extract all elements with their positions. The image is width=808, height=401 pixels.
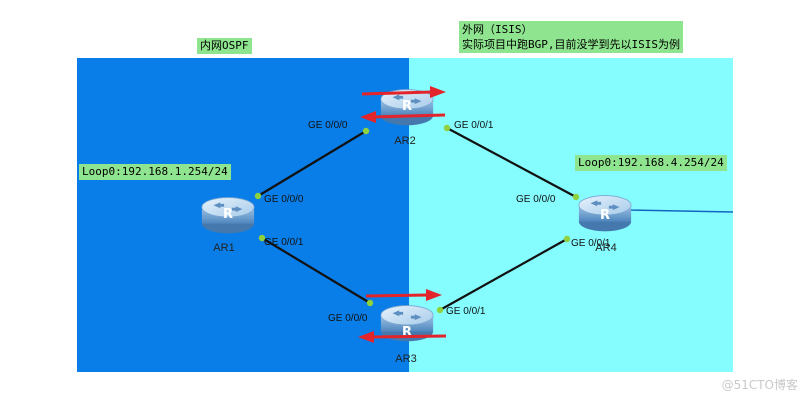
link-ar4-external — [627, 209, 734, 213]
router-glyph: R — [600, 208, 610, 223]
port-dot-ar3-g000 — [366, 299, 374, 307]
extranet-isis-label: 外网（ISIS） 实际项目中跑BGP,目前没学到先以ISIS为例 — [459, 21, 683, 53]
arrow-ar2-left — [360, 111, 446, 123]
port-dot-ar3-g001 — [436, 306, 444, 314]
arrow-ar3-right — [365, 289, 442, 301]
link-ar3-ar4 — [439, 238, 568, 311]
port-dot-ar4-g000 — [572, 193, 580, 201]
router-glyph: R — [402, 325, 412, 340]
extranet-title: 外网（ISIS） — [462, 23, 533, 36]
router-name-ar3: AR3 — [395, 353, 416, 365]
link-ar1-ar3 — [261, 237, 371, 304]
intranet-ospf-label: 内网OSPF — [197, 38, 252, 54]
router-ar1[interactable]: R AR1 — [201, 197, 255, 254]
arrow-ar2-right — [361, 86, 446, 98]
router-glyph: R — [402, 99, 412, 114]
port-label-ar4-g000: GE 0/0/0 — [516, 194, 556, 205]
arrow-ar3-left — [358, 331, 447, 343]
port-label-ar2-g000: GE 0/0/0 — [308, 120, 348, 131]
port-label-ar1-g000: GE 0/0/0 — [264, 194, 304, 205]
router-name-ar1: AR1 — [213, 242, 234, 254]
router-ar4[interactable]: R AR4 — [578, 195, 632, 254]
router-glyph: R — [223, 207, 233, 222]
router-ar2[interactable]: R AR2 — [380, 89, 434, 147]
loopback-label-ar4: Loop0:192.168.4.254/24 — [575, 155, 727, 171]
port-label-ar1-g001: GE 0/0/1 — [264, 237, 304, 248]
loopback-label-ar1: Loop0:192.168.1.254/24 — [79, 164, 231, 180]
port-label-ar3-g001: GE 0/0/1 — [446, 306, 486, 317]
router-name-ar2: AR2 — [394, 135, 415, 147]
port-label-ar2-g001: GE 0/0/1 — [454, 120, 494, 131]
extranet-isis-zone — [409, 58, 733, 372]
port-dot-ar1-g000 — [254, 192, 262, 200]
port-label-ar4-g001: GE 0/0/1 — [571, 238, 611, 249]
link-ar1-ar2 — [257, 130, 367, 197]
link-ar2-ar4 — [446, 127, 577, 198]
router-name-ar4: AR4 — [595, 242, 616, 254]
watermark: @51CTO博客 — [721, 378, 798, 392]
port-dot-ar1-g001 — [258, 234, 266, 242]
port-dot-ar2-g001 — [443, 124, 451, 132]
router-ar3[interactable]: R AR3 — [380, 305, 434, 365]
port-label-ar3-g000: GE 0/0/0 — [328, 313, 368, 324]
port-dot-ar4-g001 — [563, 235, 571, 243]
extranet-note: 实际项目中跑BGP,目前没学到先以ISIS为例 — [462, 38, 680, 51]
port-dot-ar2-g000 — [362, 127, 370, 135]
